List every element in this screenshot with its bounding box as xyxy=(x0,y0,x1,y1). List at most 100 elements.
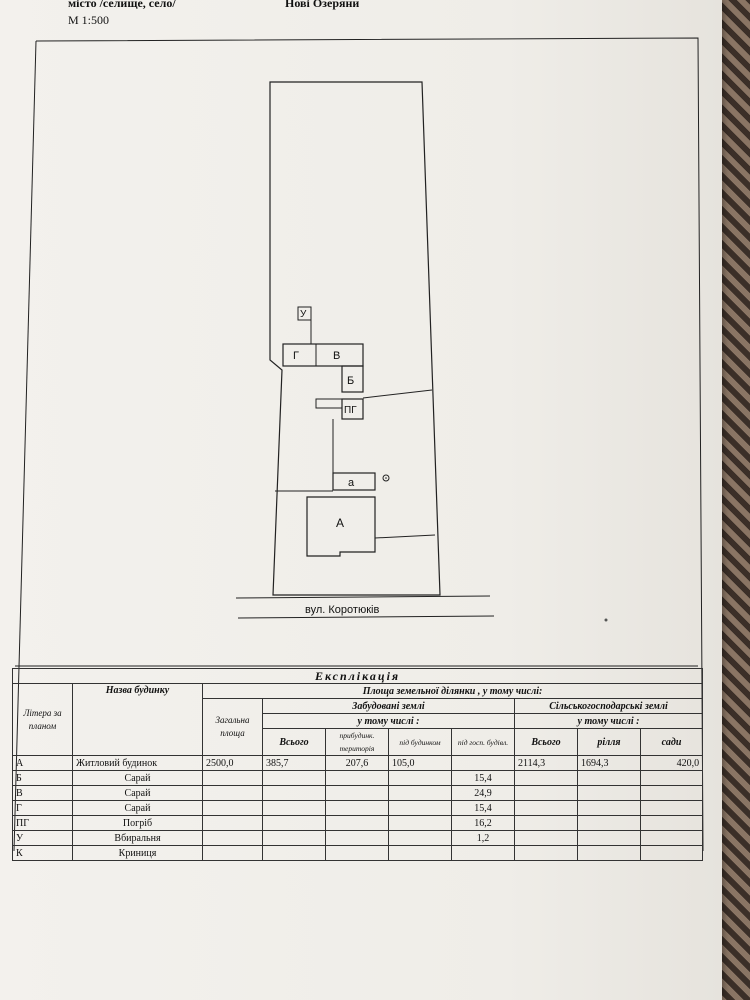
col-under-house: під будинком xyxy=(388,728,452,756)
cell-gardens xyxy=(639,785,704,801)
col-name: Назва будинку xyxy=(72,683,203,756)
cell-house xyxy=(388,830,452,846)
col-built-header: Забудовані землі xyxy=(262,698,515,714)
cell-yard xyxy=(325,830,389,846)
cell-name: Сарай xyxy=(72,770,203,786)
cell-built xyxy=(262,815,326,831)
col-agri-header: Сільськогосподарські землі xyxy=(513,698,704,714)
cell-name: Сарай xyxy=(72,800,203,816)
parcel-division-line xyxy=(374,534,436,539)
building-g-label: Г xyxy=(293,350,299,362)
well-icon-center xyxy=(385,477,387,479)
cell-lit: А xyxy=(12,755,73,771)
cell-total xyxy=(202,785,263,801)
cell-total xyxy=(202,845,263,861)
cell-arable xyxy=(577,800,641,816)
cell-house xyxy=(388,815,452,831)
cell-total xyxy=(202,830,263,846)
cell-name: Вбиральня xyxy=(72,830,203,846)
cell-house xyxy=(388,800,452,816)
cell-lit: ПГ xyxy=(12,815,73,831)
cell-arable: 1694,3 xyxy=(577,755,641,771)
building-pg-label: ПГ xyxy=(344,405,357,416)
cell-agri: 2114,3 xyxy=(514,755,578,771)
cell-arable xyxy=(577,845,641,861)
locality-label: місто /селище, село/ xyxy=(68,0,176,10)
cell-lit: Г xyxy=(12,800,73,816)
cell-built xyxy=(262,830,326,846)
cell-agri xyxy=(514,770,578,786)
cell-yard xyxy=(325,770,389,786)
building-u xyxy=(297,306,312,321)
table-row: К Криниця xyxy=(12,845,704,861)
table-row: А Житловий будинок 2500,0 385,7 207,6 10… xyxy=(12,755,704,771)
cell-lit: К xyxy=(12,845,73,861)
cell-total: 2500,0 xyxy=(202,755,263,771)
cell-total xyxy=(202,800,263,816)
explication-table: Експлікація Літера за планом Назва будин… xyxy=(11,668,704,861)
col-yard: прибудинк. територія xyxy=(325,728,389,756)
paper-mark xyxy=(604,618,608,622)
frame-border xyxy=(35,37,704,852)
cell-agri xyxy=(514,785,578,801)
cell-house xyxy=(388,770,452,786)
col-total: Загальна площа xyxy=(202,698,263,756)
building-a-main-label: А xyxy=(336,516,344,530)
cell-yard: 207,6 xyxy=(325,755,389,771)
cell-built xyxy=(262,800,326,816)
cell-agri xyxy=(514,800,578,816)
cell-arable xyxy=(577,815,641,831)
building-b-label: Б xyxy=(347,375,354,387)
cell-agri xyxy=(514,830,578,846)
site-plan: У Г В Б ПГ а А вул. Коротюків xyxy=(13,37,704,852)
cell-gardens: 420,0 xyxy=(639,755,704,771)
cell-arable xyxy=(577,830,641,846)
cell-agri xyxy=(514,845,578,861)
cell-yard xyxy=(325,800,389,816)
cell-gardens xyxy=(639,830,704,846)
col-gardens: сади xyxy=(639,728,704,756)
cell-name: Погріб xyxy=(72,815,203,831)
street-label: вул. Коротюків xyxy=(305,604,379,616)
cell-outb: 15,4 xyxy=(451,800,515,816)
col-area-header: Площа земельної ділянки , у тому числі: xyxy=(201,683,704,699)
building-u-label: У xyxy=(300,309,307,320)
cell-gardens xyxy=(639,800,704,816)
cell-name: Житловий будинок xyxy=(72,755,203,771)
building-a-small-label: а xyxy=(348,477,355,489)
street-line-top xyxy=(235,595,491,599)
cell-gardens xyxy=(639,770,704,786)
col-litera: Літера за планом xyxy=(12,683,73,756)
cell-house xyxy=(388,785,452,801)
table-row: Г Сарай 15,4 xyxy=(12,800,704,816)
cell-arable xyxy=(577,785,641,801)
cell-outb xyxy=(451,755,515,771)
cell-built xyxy=(262,785,326,801)
cell-house: 105,0 xyxy=(388,755,452,771)
col-under-outbuild: під госп. будівл. xyxy=(451,728,515,756)
table-row: Б Сарай 15,4 xyxy=(12,770,704,786)
cell-lit: В xyxy=(12,785,73,801)
cell-gardens xyxy=(639,845,704,861)
cell-yard xyxy=(325,815,389,831)
cell-outb: 15,4 xyxy=(451,770,515,786)
cell-outb xyxy=(451,845,515,861)
cell-built xyxy=(262,770,326,786)
cell-yard xyxy=(325,785,389,801)
cell-outb: 1,2 xyxy=(451,830,515,846)
building-a-small xyxy=(332,472,376,491)
village-name: Нові Озеряни xyxy=(285,0,360,10)
street-line-bottom xyxy=(237,615,495,619)
cell-house xyxy=(388,845,452,861)
cell-agri xyxy=(514,815,578,831)
cell-outb: 16,2 xyxy=(451,815,515,831)
cell-outb: 24,9 xyxy=(451,785,515,801)
col-agri-all: Всього xyxy=(514,728,578,756)
cell-gardens xyxy=(639,815,704,831)
well-icon xyxy=(382,474,390,482)
col-arable: рілля xyxy=(577,728,641,756)
cell-total xyxy=(202,815,263,831)
document-page: місто /селище, село/ М 1:500 Нові Озерян… xyxy=(0,0,722,1000)
col-built-sub: у тому числі : xyxy=(262,713,515,729)
cell-yard xyxy=(325,845,389,861)
